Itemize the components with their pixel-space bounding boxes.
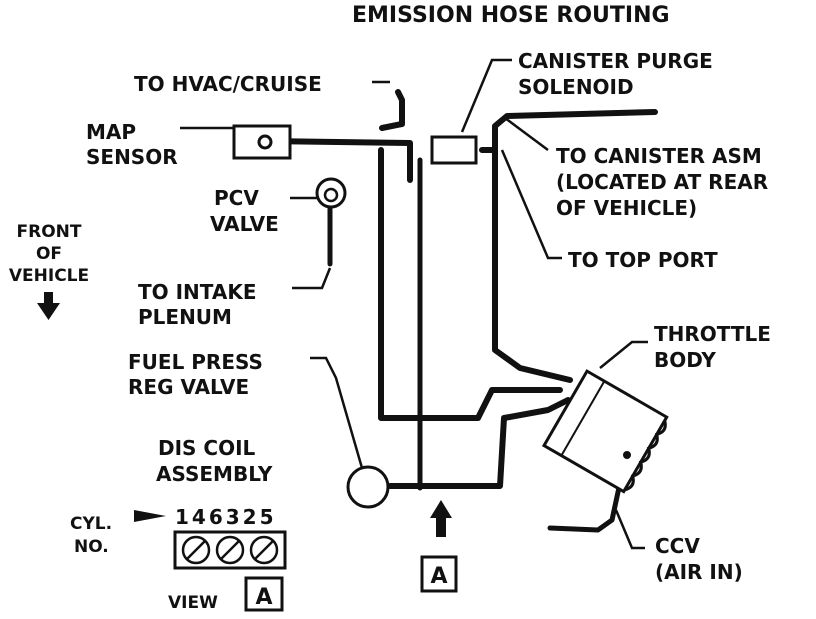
map-sensor-port bbox=[257, 134, 273, 150]
view-a-letter: A bbox=[255, 585, 272, 610]
map-sensor-box bbox=[232, 124, 292, 160]
view-arrow-a-box bbox=[420, 555, 458, 593]
dis-coil-drawing bbox=[173, 530, 287, 570]
leader-fuel-press bbox=[310, 356, 364, 469]
label-canister-3: OF VEHICLE) bbox=[556, 196, 697, 220]
fuel-press-reg-valve bbox=[346, 465, 390, 509]
label-throttle-2: BODY bbox=[654, 348, 716, 372]
leader-ccv bbox=[614, 509, 645, 550]
leader-throttle bbox=[599, 340, 648, 369]
hose-fuel-press bbox=[387, 397, 571, 489]
label-no: NO. bbox=[74, 537, 109, 557]
label-map-sensor-2: SENSOR bbox=[86, 145, 178, 169]
label-map-sensor-1: MAP bbox=[86, 120, 136, 144]
diagram-title: EMISSION HOSE ROUTING bbox=[352, 3, 670, 28]
label-front-3: VEHICLE bbox=[9, 266, 89, 286]
hoses bbox=[262, 89, 658, 533]
arrow-right-icon bbox=[134, 510, 166, 522]
label-front-2: OF bbox=[36, 244, 62, 264]
label-dis-coil-2: ASSEMBLY bbox=[156, 462, 273, 486]
arrow-up-icon bbox=[430, 500, 452, 537]
cylinder-order: 146325 bbox=[175, 505, 277, 529]
label-pcv-1: PCV bbox=[214, 186, 259, 210]
label-fuel-press-1: FUEL PRESS bbox=[128, 350, 263, 374]
label-purge-2: SOLENOID bbox=[518, 75, 634, 99]
label-front-1: FRONT bbox=[17, 222, 82, 242]
leader-intake bbox=[292, 267, 332, 290]
pcv-valve-inner bbox=[323, 187, 339, 203]
leader-purge bbox=[460, 58, 512, 133]
ccv-port bbox=[623, 451, 631, 459]
label-view: VIEW bbox=[168, 593, 218, 613]
label-canister-2: (LOCATED AT REAR bbox=[556, 170, 768, 194]
view-a-box bbox=[244, 576, 284, 612]
label-ccv-2: (AIR IN) bbox=[655, 560, 743, 584]
leader-lines bbox=[180, 58, 648, 550]
label-purge-1: CANISTER PURGE bbox=[518, 49, 713, 73]
leader-top-port bbox=[500, 149, 562, 260]
hose-to-canister bbox=[479, 109, 658, 153]
label-cyl: CYL. bbox=[70, 514, 112, 534]
view-arrow-a-letter: A bbox=[430, 564, 447, 589]
throttle-body bbox=[541, 369, 669, 494]
hose-left-vertical bbox=[378, 147, 563, 421]
hose-map-sensor bbox=[262, 138, 413, 183]
label-ccv-1: CCV bbox=[655, 534, 700, 558]
leader-canister bbox=[504, 116, 549, 152]
label-dis-coil-1: DIS COIL bbox=[158, 436, 256, 460]
label-pcv-2: VALVE bbox=[210, 212, 279, 236]
arrow-down-icon bbox=[37, 292, 60, 320]
canister-purge-solenoid-box bbox=[430, 135, 478, 165]
hose-hvac-cruise bbox=[379, 89, 405, 131]
label-fuel-press-2: REG VALVE bbox=[128, 375, 249, 399]
label-canister-1: TO CANISTER ASM bbox=[556, 144, 762, 168]
hose-purge-to-throttle bbox=[492, 147, 573, 383]
label-intake-2: PLENUM bbox=[138, 305, 232, 329]
label-top-port: TO TOP PORT bbox=[568, 248, 718, 272]
label-throttle-1: THROTTLE bbox=[654, 322, 771, 346]
label-to-hvac-cruise: TO HVAC/CRUISE bbox=[134, 72, 322, 96]
label-intake-1: TO INTAKE bbox=[138, 280, 257, 304]
